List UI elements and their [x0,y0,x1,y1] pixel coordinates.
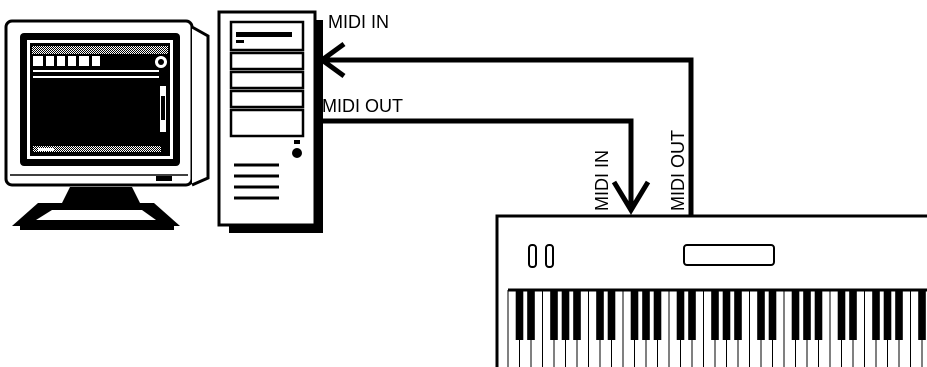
monitor-icon [6,21,208,230]
black-key [573,290,581,340]
black-key [872,290,880,340]
black-key [562,290,570,340]
black-key [711,290,719,340]
black-key [550,290,558,340]
black-key [849,290,857,340]
computer-midi-out-label: MIDI OUT [322,96,403,116]
midi-cable-keyboard-out-to-computer-in [320,44,691,216]
keyboard-icon [497,216,927,367]
black-key [838,290,846,340]
black-key [677,290,685,340]
black-key [803,290,811,340]
tower-icon [219,12,323,233]
black-key [596,290,604,340]
keyboard-midi-in-label: MIDI IN [592,150,612,211]
black-key [895,290,903,340]
black-key [631,290,639,340]
black-key [608,290,616,340]
black-key [527,290,535,340]
computer-midi-in-label: MIDI IN [328,12,389,32]
black-key [757,290,765,340]
black-key [769,290,777,340]
black-key [734,290,742,340]
screen-app-window [30,43,170,156]
black-key [723,290,731,340]
black-key [516,290,524,340]
black-key [884,290,892,340]
black-key [918,290,926,340]
black-key [642,290,650,340]
keyboard-midi-out-label: MIDI OUT [668,130,688,211]
black-key [688,290,696,340]
black-key [654,290,662,340]
black-key [815,290,823,340]
black-key [792,290,800,340]
